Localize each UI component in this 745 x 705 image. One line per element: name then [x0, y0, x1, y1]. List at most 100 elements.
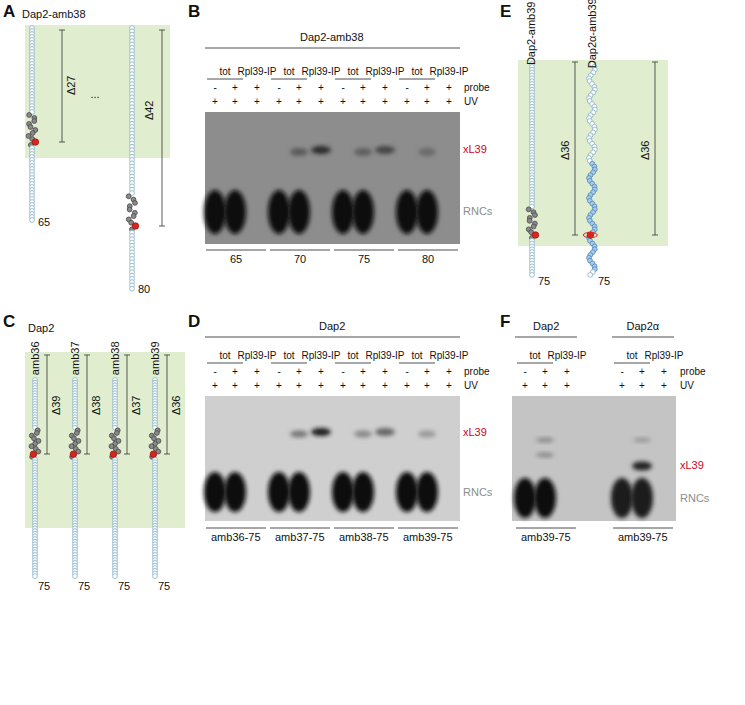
length-bar	[159, 226, 165, 227]
construct-name: Dap2	[533, 320, 559, 333]
residue-bead	[154, 431, 159, 436]
lane-rule	[398, 528, 458, 529]
lane-rule	[334, 528, 394, 529]
gel-image	[205, 396, 460, 521]
panel-letter: F	[500, 312, 510, 332]
condition-sign: -	[621, 366, 624, 378]
header-rule	[271, 79, 307, 80]
gel-band	[290, 431, 308, 438]
condition-sign: +	[232, 96, 238, 108]
condition-sign: +	[254, 96, 260, 108]
residue-bead	[131, 214, 136, 219]
gel-band	[311, 428, 331, 436]
condition-sign: +	[296, 380, 302, 392]
column-header: tot	[530, 350, 541, 362]
condition-sign: +	[254, 366, 260, 378]
construct-name: Dap2α	[627, 320, 660, 333]
gel-band	[375, 146, 395, 154]
condition-sign: +	[424, 96, 430, 108]
row-label: probe	[464, 82, 490, 94]
chain-length: 80	[422, 253, 434, 266]
residue-bead	[28, 125, 33, 130]
condition-sign: +	[212, 96, 218, 108]
construct-name: amb38	[109, 341, 122, 375]
condition-sign: +	[296, 366, 302, 378]
amber-site	[150, 451, 157, 458]
shaded-region: Δ39Δ38Δ37Δ36	[25, 352, 185, 528]
condition-sign: +	[296, 96, 302, 108]
shaded-region: Δ27...Δ42	[25, 25, 170, 158]
amber-site	[110, 451, 117, 458]
condition-sign: +	[446, 96, 452, 108]
header-rule	[271, 363, 307, 364]
band-fill	[25, 25, 170, 158]
gel-band	[268, 472, 290, 512]
lane-rule	[270, 250, 330, 251]
construct-name: amb36	[29, 341, 42, 375]
length-bar	[159, 30, 165, 31]
gel-band	[633, 438, 651, 443]
condition-sign: -	[342, 82, 345, 94]
condition-sign: +	[318, 82, 324, 94]
condition-sign: +	[382, 366, 388, 378]
residue-bead	[127, 207, 132, 212]
gel-band	[354, 431, 372, 438]
column-header: Rpl39-IP	[238, 66, 277, 78]
length-bar	[44, 355, 50, 356]
gel-band	[311, 146, 331, 154]
column-header: tot	[284, 66, 295, 78]
construct-name: Dap2-amb39	[525, 1, 538, 65]
gel-band	[396, 190, 418, 234]
gel-band	[288, 472, 310, 512]
row-label: UV	[464, 380, 478, 392]
panel-letter: A	[3, 2, 15, 22]
construct-name: amb39	[149, 341, 162, 375]
residue-bead	[113, 574, 118, 579]
length-bar	[44, 454, 50, 455]
condition-sign: +	[619, 380, 625, 392]
condition-sign: +	[382, 82, 388, 94]
gel-band	[418, 148, 436, 156]
residue-bead	[126, 194, 131, 199]
condition-sign: +	[542, 380, 548, 392]
residue-bead	[153, 574, 158, 579]
length-bar	[127, 355, 128, 454]
gel-band	[536, 438, 554, 443]
condition-sign: +	[404, 96, 410, 108]
condition-sign: -	[214, 82, 217, 94]
panel-letter: E	[500, 2, 511, 22]
construct-name: Dap2α-amb39	[586, 0, 599, 68]
length-bar	[652, 235, 658, 236]
length-bar	[84, 355, 90, 356]
band-label: xL39	[463, 426, 487, 439]
band-label: RNCs	[463, 486, 492, 499]
column-header: Rpl39-IP	[366, 350, 405, 362]
header-rule	[207, 79, 243, 80]
construct-name: amb39-75	[618, 531, 668, 544]
lane-rule	[398, 250, 458, 251]
gel-band	[536, 453, 554, 458]
header-rule	[612, 337, 674, 338]
column-header: tot	[220, 66, 231, 78]
condition-sign: +	[360, 366, 366, 378]
residue-bead	[133, 201, 138, 206]
length-bar	[87, 355, 88, 454]
residue-bead	[30, 218, 35, 223]
length-bar	[124, 355, 130, 356]
condition-sign: +	[318, 380, 324, 392]
condition-sign: +	[318, 96, 324, 108]
column-header: tot	[348, 66, 359, 78]
column-header: tot	[627, 350, 638, 362]
residue-bead	[112, 436, 117, 441]
residue-bead	[33, 574, 38, 579]
construct-name: amb36-75	[211, 531, 261, 544]
panel-letter: C	[3, 312, 15, 332]
panel-letter: D	[188, 312, 200, 332]
condition-sign: +	[318, 366, 324, 378]
shaded-region: Δ36Δ36	[518, 60, 668, 246]
delta-length: Δ39	[50, 395, 63, 415]
condition-sign: -	[406, 82, 409, 94]
delta-length: Δ38	[90, 395, 103, 415]
amber-site	[70, 451, 77, 458]
condition-sign: +	[382, 96, 388, 108]
